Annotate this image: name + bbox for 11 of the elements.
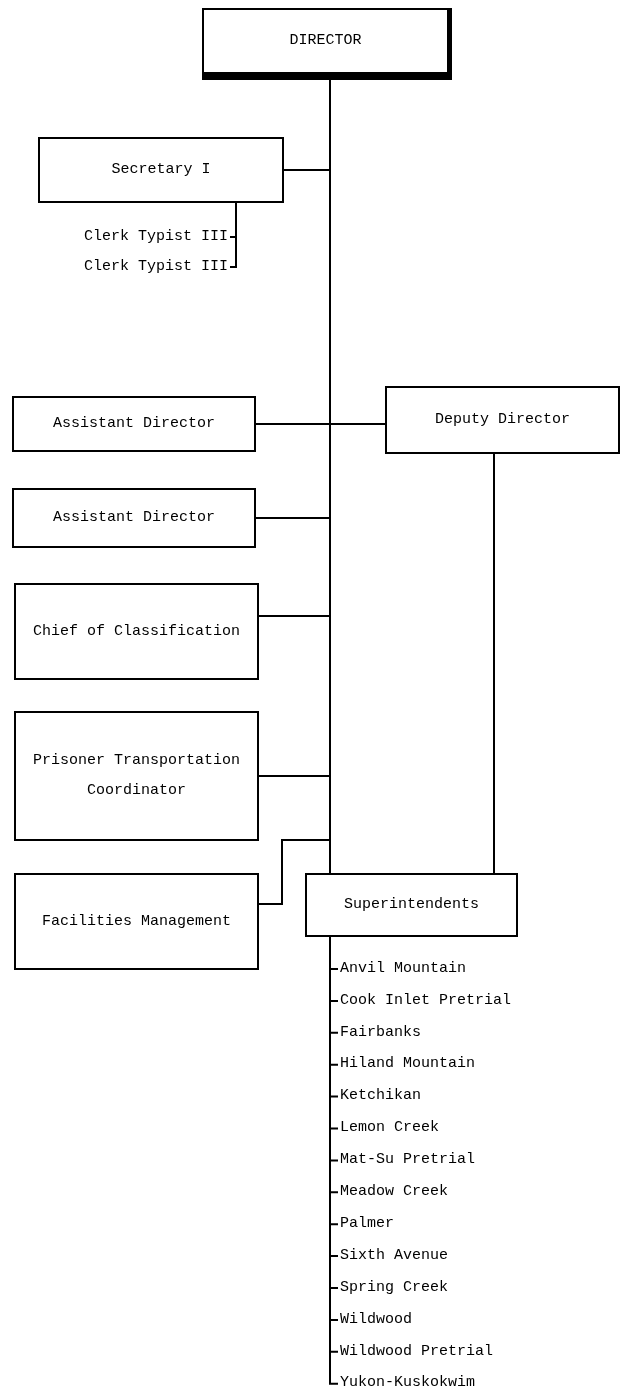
position-box: Facilities Management <box>14 873 259 970</box>
connector-line <box>229 202 237 268</box>
position-box: DIRECTOR <box>202 8 452 80</box>
position-box: Secretary I <box>38 137 284 203</box>
position-box: Prisoner Transportation Coordinator <box>14 711 259 841</box>
position-box: Assistant Director <box>12 396 256 452</box>
position-box: Superintendents <box>305 873 518 937</box>
position-box: Chief of Classification <box>14 583 259 680</box>
position-box: Deputy Director <box>385 386 620 454</box>
connector-line <box>493 453 495 874</box>
position-box: Assistant Director <box>12 488 256 548</box>
